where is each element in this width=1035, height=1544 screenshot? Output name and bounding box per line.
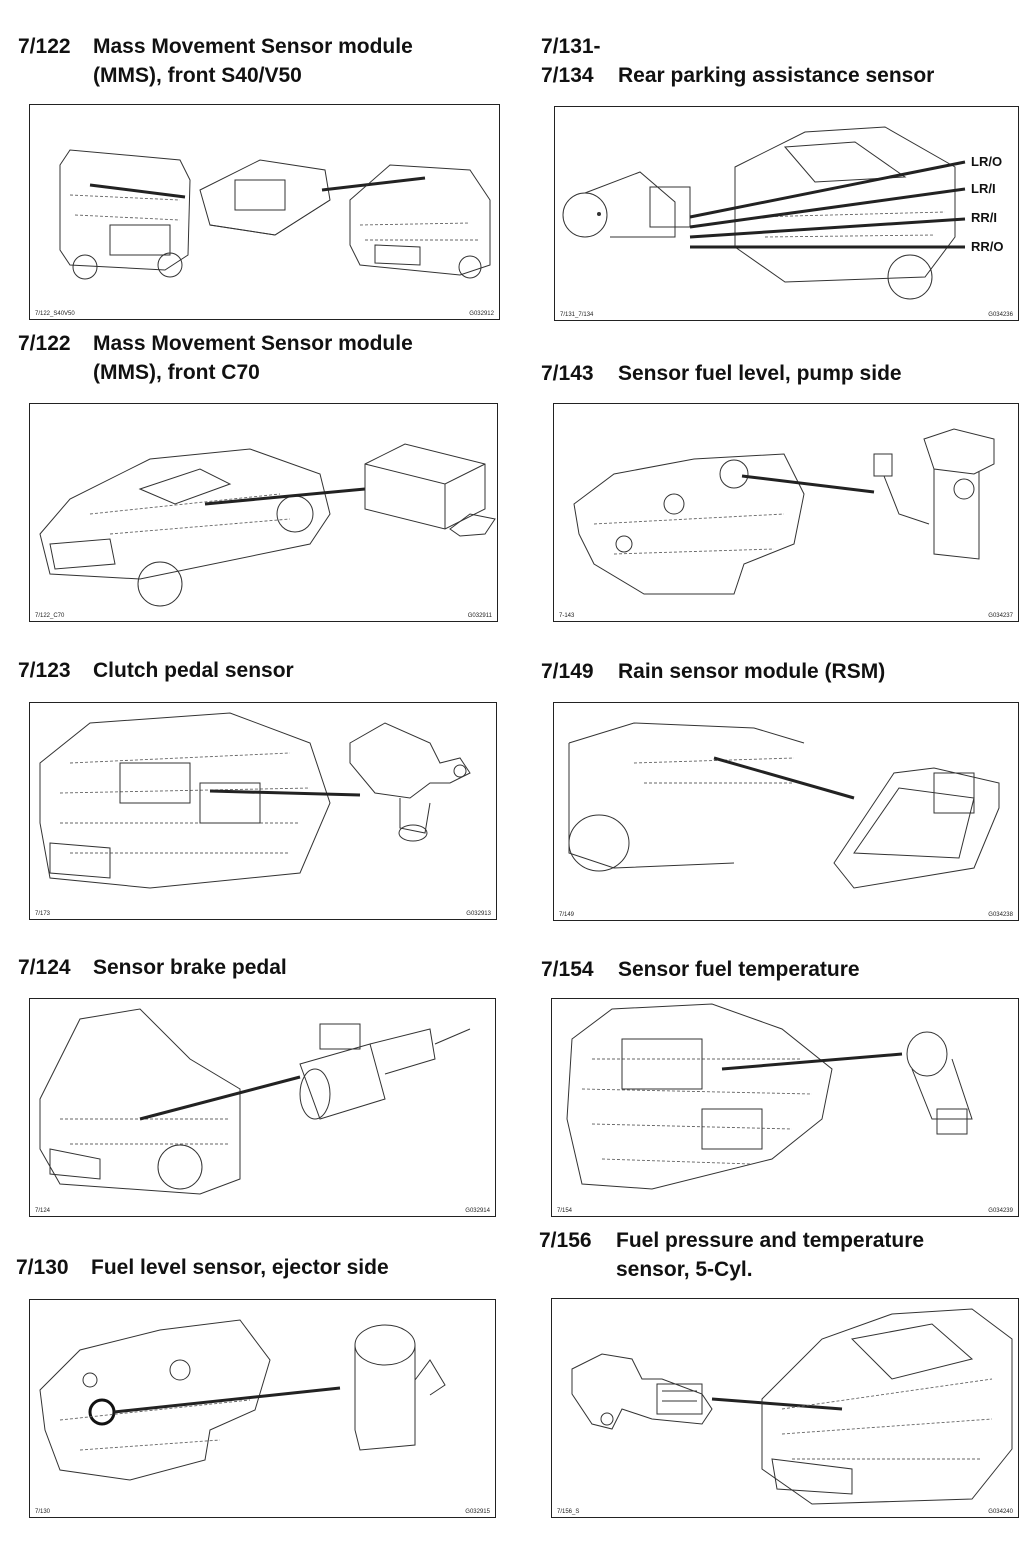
figure-ref-left: 7-143 [559,613,575,619]
section-title-line: (MMS), front C70 [93,361,260,384]
figure-ref-left: 7/130 [35,1509,51,1515]
illustration-frame: 7-143 G034237 [553,403,1019,622]
illustration-frame: 7/122_S40V50 G032912 [29,104,500,320]
fuel-pump-side-illustration [573,428,995,595]
section-code: 7/143 [541,362,594,385]
figure-ref-right: G034240 [988,1509,1013,1515]
figure-ref-left: 7/149 [559,912,575,918]
section-title-line: Fuel level sensor, ejector side [91,1256,389,1279]
fuel-level-ejector-illustration [39,1319,446,1481]
rain-sensor-illustration [568,722,1000,889]
section-title-line: Mass Movement Sensor module [93,35,413,58]
section-title-line: Mass Movement Sensor module [93,332,413,355]
section-title-line: (MMS), front S40/V50 [93,64,302,87]
fuel-pressure-sensor-illustration [571,1308,1013,1505]
section-code: 7/122 [18,332,71,355]
section-code: 7/122 [18,35,71,58]
illustration-frame: 7/154 G034239 [551,998,1019,1217]
section-code: 7/123 [18,659,71,682]
section-title-line: Fuel pressure and temperature [616,1229,925,1252]
figure-ref-right: G034239 [988,1208,1013,1214]
figure-ref-right: G034236 [988,312,1013,318]
figure-ref-left: 7/122_C70 [35,613,65,619]
section-title-line: Rain sensor module (RSM) [618,660,886,683]
illustration-frame: 7/173 G032913 [29,702,497,920]
figure-ref-left: 7/122_S40V50 [35,311,75,317]
illustration-frame: 7/156_S G034240 [551,1298,1019,1518]
section-title-line: Clutch pedal sensor [93,659,294,682]
figure-ref-left: 7/154 [557,1208,573,1214]
fuel-temperature-sensor-illustration [566,1003,973,1190]
wire-label-rr-i: RR/I [971,210,997,225]
section-code: 7/149 [541,660,594,683]
illustration-frame: 7/124 G032914 [29,998,496,1217]
figure-ref-left: 7/173 [35,911,51,917]
section-code: 7/124 [18,956,71,979]
section-code-line: 7/131- [541,35,601,58]
section-title-line: Sensor fuel level, pump side [618,362,902,385]
brake-pedal-sensor-illustration [39,1008,471,1195]
figure-ref-right: G032913 [466,911,491,917]
section-title-line: Rear parking assistance sensor [618,64,935,87]
figure-ref-left: 7/131_7/134 [560,312,594,318]
illustration-frame: 7/122_C70 G032911 [29,403,498,622]
figure-ref-right: G032912 [469,311,494,317]
illustration-frame: LR/O LR/I RR/I RR/O 7/131_7/134 G034236 [554,106,1019,321]
section-code: 7/156 [539,1229,592,1252]
clutch-pedal-sensor-illustration [39,712,471,889]
wire-label-lr-o: LR/O [971,154,1003,169]
illustration-frame: 7/130 G032915 [29,1299,496,1518]
figure-ref-right: G034238 [988,912,1013,918]
figure-ref-right: G032911 [467,613,492,619]
figure-ref-left: 7/124 [35,1208,51,1214]
mms-c70-illustration [39,443,496,607]
section-title-line: sensor, 5-Cyl. [616,1258,753,1281]
section-code-line: 7/134 [541,64,594,87]
section-title-line: Sensor brake pedal [93,956,287,979]
wire-label-rr-o: RR/O [971,239,1004,254]
figure-ref-right: G034237 [988,613,1013,619]
section-code: 7/130 [16,1256,69,1279]
mms-s40v50-illustration [59,149,491,280]
figure-ref-right: G032915 [465,1509,490,1515]
parking-sensor-illustration [562,126,966,300]
section-title-line: Sensor fuel temperature [618,958,860,981]
section-code: 7/154 [541,958,594,981]
illustration-frame: 7/149 G034238 [553,702,1019,921]
figure-ref-right: G032914 [465,1208,490,1214]
figure-ref-left: 7/156_S [557,1509,580,1515]
wire-label-lr-i: LR/I [971,181,996,196]
